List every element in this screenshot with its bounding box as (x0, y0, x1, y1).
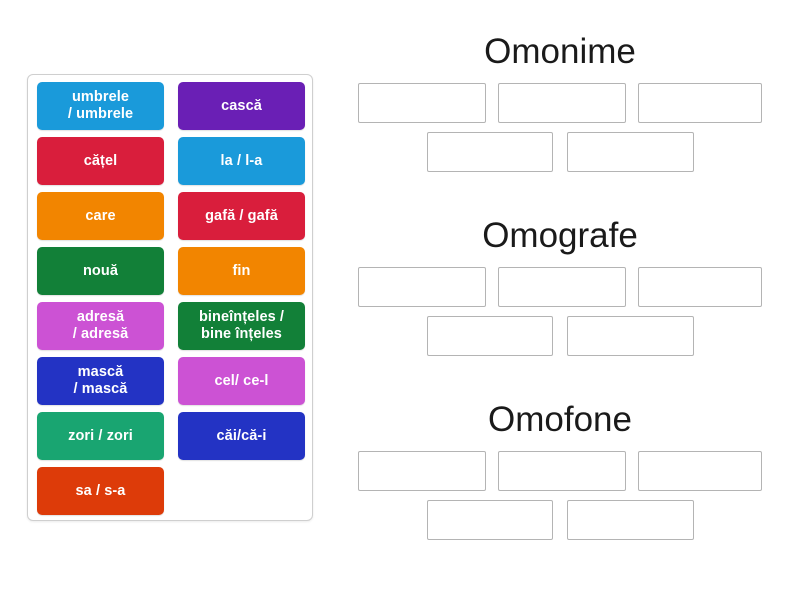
word-tile-label: fin (232, 263, 250, 280)
word-tile-line: la / l-a (220, 152, 263, 169)
word-tile-label: gafă / gafă (205, 208, 278, 225)
word-tile[interactable]: mască/ mască (37, 357, 164, 405)
word-tile[interactable]: cel/ ce-l (178, 357, 305, 405)
word-tile[interactable]: adresă/ adresă (37, 302, 164, 350)
drop-slot-row-bottom (340, 132, 780, 172)
drop-slot-row-bottom (340, 500, 780, 540)
category-title: Omonime (484, 32, 636, 71)
word-tile-line: fin (232, 262, 251, 279)
word-tile-line: adresă (76, 309, 125, 326)
drop-slot-row-bottom (340, 316, 780, 356)
word-tile-line: bine înțeles (201, 326, 282, 342)
tile-grid: umbrele/ umbrele cască cățel la / l-a care ga… (37, 82, 305, 515)
category-title: Omografe (482, 216, 638, 255)
drop-slot[interactable] (426, 500, 553, 540)
word-tile-label: nouă (83, 263, 118, 280)
drop-slot[interactable] (566, 500, 694, 540)
drop-slot[interactable] (358, 451, 486, 491)
word-tile[interactable]: bineînțeles /bine înțeles (178, 302, 305, 350)
word-tile[interactable]: fin (178, 247, 305, 295)
word-tile[interactable]: umbrele/ umbrele (37, 82, 164, 130)
word-tile[interactable]: căi/că-i (178, 412, 305, 460)
word-tile-label: care (85, 208, 115, 225)
drop-slot[interactable] (498, 451, 626, 491)
word-tile[interactable]: cățel (37, 137, 164, 185)
word-tile-line: umbrele (71, 89, 130, 106)
word-tile[interactable]: care (37, 192, 164, 240)
category-group-omonime: Omonime (340, 34, 780, 181)
word-tile-label: la / l-a (221, 153, 263, 170)
word-tile-line: bineînțeles / (198, 309, 285, 326)
word-tile[interactable]: zori / zori (37, 412, 164, 460)
word-tile-label: mască/ mască (74, 364, 128, 398)
word-tile-line: gafă / gafă (205, 207, 278, 224)
word-tile-line: / mască (73, 381, 128, 397)
word-tile-label: zori / zori (68, 428, 133, 445)
drop-slot[interactable] (638, 451, 762, 491)
word-tile[interactable]: nouă (37, 247, 164, 295)
word-tile-label: căi/că-i (217, 428, 267, 445)
category-group-omofone: Omofone (340, 402, 780, 549)
drop-slot[interactable] (566, 132, 694, 172)
drop-slot[interactable] (638, 83, 762, 123)
word-tile-tray: umbrele/ umbrele cască cățel la / l-a care ga… (27, 74, 313, 521)
category-group-omografe: Omografe (340, 218, 780, 365)
word-tile-line: căi/că-i (216, 427, 267, 444)
word-tile-label: adresă/ adresă (73, 309, 129, 343)
word-tile-line: cățel (83, 152, 118, 169)
word-tile-line: care (85, 207, 116, 224)
drop-slot[interactable] (498, 83, 626, 123)
word-tile[interactable]: sa / s-a (37, 467, 164, 515)
word-tile[interactable]: cască (178, 82, 305, 130)
drop-slot[interactable] (498, 267, 626, 307)
word-tile-label: sa / s-a (76, 483, 126, 500)
word-tile-line: / adresă (72, 326, 129, 342)
drop-slot[interactable] (426, 316, 553, 356)
word-tile[interactable]: la / l-a (178, 137, 305, 185)
word-tile-line: nouă (82, 262, 119, 279)
word-tile-label: umbrele/ umbrele (68, 89, 133, 123)
word-tile-label: cască (221, 98, 262, 115)
word-tile-label: cel/ ce-l (214, 373, 268, 390)
word-tile-line: zori / zori (68, 427, 133, 444)
word-tile-line: / umbrele (67, 106, 134, 122)
drop-slot[interactable] (566, 316, 694, 356)
word-tile-line: mască (77, 364, 124, 381)
drop-slot-row-top (340, 451, 780, 491)
drop-slot[interactable] (638, 267, 762, 307)
word-tile-label: cățel (84, 153, 118, 170)
word-tile-line: sa / s-a (75, 482, 126, 499)
drop-slot[interactable] (358, 267, 486, 307)
word-tile[interactable]: gafă / gafă (178, 192, 305, 240)
drop-slot-row-top (340, 83, 780, 123)
drop-slot[interactable] (358, 83, 486, 123)
word-tile-line: cască (221, 97, 262, 114)
drop-slot[interactable] (426, 132, 553, 172)
drop-slot-row-top (340, 267, 780, 307)
word-tile-line: cel/ ce-l (214, 372, 269, 389)
word-tile-label: bineînțeles /bine înțeles (199, 309, 284, 343)
category-title: Omofone (488, 400, 632, 439)
